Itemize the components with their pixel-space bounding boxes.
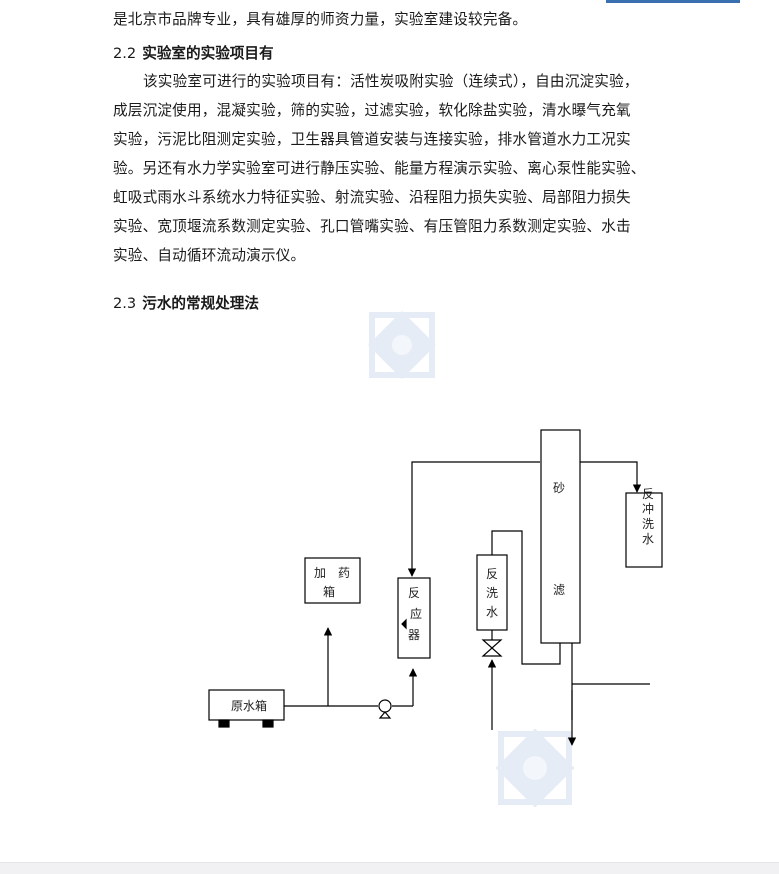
tank-foot (218, 719, 230, 728)
sand-filter-label: 砂 (553, 481, 565, 495)
section-heading-2-3: 2.3 污水的常规处理法 (113, 292, 259, 313)
section-number: 2.3 (113, 295, 137, 312)
bottom-toolbar-strip (0, 862, 779, 874)
sand-filter (540, 429, 581, 644)
backwash-label: 洗 (486, 586, 498, 600)
tank-foot (262, 719, 274, 728)
backflush-water-box (625, 492, 663, 568)
section-title: 实验室的实验项目有 (142, 45, 274, 62)
paragraph-line: 实验，污泥比阻测定实验，卫生器具管道安装与连接实验，排水管道水力工况实 (113, 131, 631, 148)
dosing-label: 箱 (323, 584, 335, 599)
paragraph-line: 实验、宽顶堰流系数测定实验、孔口管嘴实验、有压管阻力系数测定实验、水击 (113, 218, 631, 235)
section-title: 污水的常规处理法 (142, 295, 259, 312)
backwash-water-box (476, 554, 508, 631)
valve-icon (481, 630, 503, 657)
paragraph-line: 虹吸式雨水斗系统水力特征实验、射流实验、沿程阻力损失实验、局部阻力损失 (113, 189, 631, 206)
paragraph-line: 验。另还有水力学实验室可进行静压实验、能量方程演示实验、离心泵性能实验、 (113, 160, 646, 177)
watermark-logo-icon (368, 311, 436, 379)
experiment-paragraph: 该实验室可进行的实验项目有：活性炭吸附实验（连续式），自由沉淀实验， 成层沉淀使… (113, 67, 673, 270)
reactor-label: 反 (408, 586, 420, 600)
backflush-label: 水 (642, 532, 654, 546)
reactor-arrow-icon (401, 618, 407, 630)
raw-tank-label: 原水箱 (231, 698, 267, 713)
sand-filter-label: 滤 (553, 583, 565, 597)
paragraph-line: 该实验室可进行的实验项目有：活性炭吸附实验（连续式），自由沉淀实验， (143, 73, 639, 90)
pump-icon (378, 699, 392, 719)
section-number: 2.2 (113, 45, 137, 62)
watermark-logo-icon (495, 728, 575, 808)
paragraph-line: 成层沉淀使用，混凝实验，筛的实验，过滤实验，软化除盐实验，清水曝气充氧 (113, 102, 631, 119)
reactor-label: 应 (410, 606, 422, 621)
top-accent-bar (606, 0, 740, 3)
dosing-box (304, 557, 361, 604)
dosing-label: 药 (338, 566, 350, 580)
backflush-label: 洗 (642, 517, 654, 531)
intro-text: 是北京市品牌专业，具有雄厚的师资力量，实验室建设较完备。 (113, 11, 528, 28)
paragraph-line: 实验、自动循环流动演示仪。 (113, 247, 306, 264)
backflush-label: 反 (642, 487, 654, 501)
raw-water-tank (208, 689, 285, 721)
section-heading-2-2: 2.2 实验室的实验项目有 (113, 42, 274, 63)
reactor-label: 器 (408, 628, 420, 642)
intro-line: 是北京市品牌专业，具有雄厚的师资力量，实验室建设较完备。 (113, 5, 673, 34)
backwash-label: 反 (486, 567, 498, 581)
reactor (397, 577, 431, 659)
backwash-label: 水 (486, 605, 498, 619)
backflush-label: 冲 (642, 501, 654, 516)
dosing-label: 加 (314, 566, 326, 580)
